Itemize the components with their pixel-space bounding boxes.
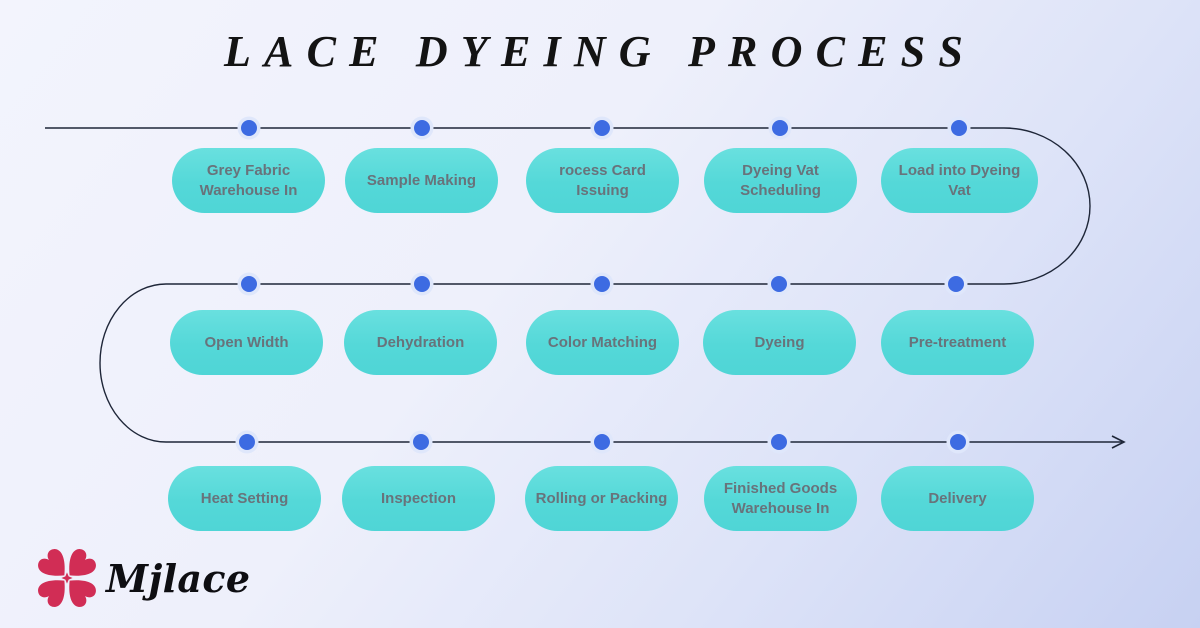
brand-logo: Mjlace — [36, 546, 250, 610]
process-step-label: Color Matching — [547, 333, 658, 351]
flow-node-dot — [239, 434, 255, 450]
flow-node-dot — [413, 434, 429, 450]
process-step-label: Sample Making — [366, 171, 477, 189]
process-step: Rolling or Packing — [525, 466, 678, 531]
process-step-label: Delivery — [928, 489, 987, 507]
flow-node-dot — [951, 120, 967, 136]
process-step-label: Load into Dyeing Vat — [898, 162, 1021, 199]
process-step: Sample Making — [345, 148, 498, 213]
arrowhead-icon — [1111, 435, 1126, 449]
process-step: Open Width — [170, 310, 323, 375]
process-step-label: Pre-treatment — [908, 333, 1007, 351]
process-step: Load into Dyeing Vat — [881, 148, 1038, 213]
process-step-label: Finished Goods Warehouse In — [723, 480, 838, 517]
process-step: Color Matching — [526, 310, 679, 375]
process-step-label: Dyeing Vat Scheduling — [740, 162, 821, 199]
process-step: Delivery — [881, 466, 1034, 531]
process-step: rocess Card Issuing — [526, 148, 679, 213]
flow-node-dot — [772, 120, 788, 136]
process-step: Pre-treatment — [881, 310, 1034, 375]
process-step: Dyeing Vat Scheduling — [704, 148, 857, 213]
flow-node-dot — [594, 276, 610, 292]
flow-node-dot — [771, 276, 787, 292]
process-step-label: Rolling or Packing — [535, 489, 668, 507]
process-step-label: Dehydration — [376, 333, 465, 351]
page-title: LACE DYEING PROCESS — [223, 27, 977, 76]
process-step: Dehydration — [344, 310, 497, 375]
process-step: Inspection — [342, 466, 495, 531]
process-step-label: Inspection — [380, 489, 456, 507]
flow-node-dot — [241, 276, 257, 292]
process-step: Grey Fabric Warehouse In — [172, 148, 325, 213]
flow-node-dot — [948, 276, 964, 292]
flow-node-dot — [594, 120, 610, 136]
process-step-label: Open Width — [204, 333, 289, 351]
process-step-label: Grey Fabric Warehouse In — [199, 162, 298, 199]
flow-node-dot — [414, 276, 430, 292]
process-step: Dyeing — [703, 310, 856, 375]
flow-node-dot — [594, 434, 610, 450]
brand-name: Mjlace — [106, 555, 251, 601]
flow-node-dot — [241, 120, 257, 136]
process-step-label: rocess Card Issuing — [559, 162, 646, 199]
process-step-label: Dyeing — [754, 333, 805, 351]
process-step-label: Heat Setting — [200, 489, 289, 507]
flow-node-dot — [414, 120, 430, 136]
process-step: Heat Setting — [168, 466, 321, 531]
flower-icon — [38, 549, 96, 607]
flow-node-dot — [950, 434, 966, 450]
process-step: Finished Goods Warehouse In — [704, 466, 857, 531]
flow-node-dot — [771, 434, 787, 450]
